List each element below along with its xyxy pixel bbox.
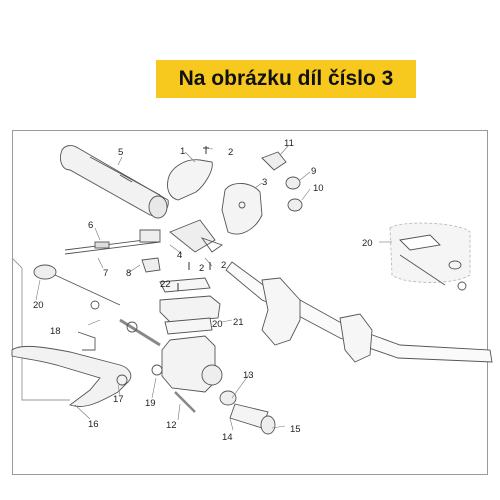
part-banner: Na obrázku díl číslo 3 (156, 60, 416, 98)
part-label: 1 (180, 146, 185, 157)
part-label: 4 (177, 250, 182, 261)
brake-master-cylinder-icon (159, 277, 223, 393)
part-label: 2 (199, 263, 204, 274)
part-label: 10 (313, 183, 324, 194)
part-label: 19 (145, 398, 156, 409)
part-label: 21 (233, 317, 244, 328)
part-label: 5 (118, 147, 123, 158)
part-label: 14 (222, 432, 233, 443)
part-label: 8 (126, 268, 131, 279)
part-label: 20 (33, 300, 44, 311)
part-label: 16 (88, 419, 99, 430)
part-label: 20 (212, 319, 223, 330)
part-label: 12 (166, 420, 177, 431)
part-label: 9 (311, 166, 316, 177)
part-label: 13 (243, 370, 254, 381)
part-label: 18 (50, 326, 61, 337)
handlebar-icon (225, 261, 493, 363)
part-label: 7 (103, 268, 108, 279)
part-label: 22 (160, 279, 171, 290)
part-label: 20 (362, 238, 373, 249)
part-label: 3 (262, 177, 267, 188)
handlebar-grip-icon (59, 145, 169, 219)
part-label: 2 (221, 260, 226, 271)
part-label: 15 (290, 424, 301, 435)
part-label: 17 (113, 394, 124, 405)
brake-lever-icon (11, 345, 132, 407)
throttle-housing-icon (167, 159, 263, 253)
diagram-frame (12, 130, 488, 475)
part-label: 2 (228, 147, 233, 158)
part-label: 11 (284, 138, 294, 149)
reservoir-icon (389, 222, 471, 291)
part-label: 6 (88, 220, 93, 231)
